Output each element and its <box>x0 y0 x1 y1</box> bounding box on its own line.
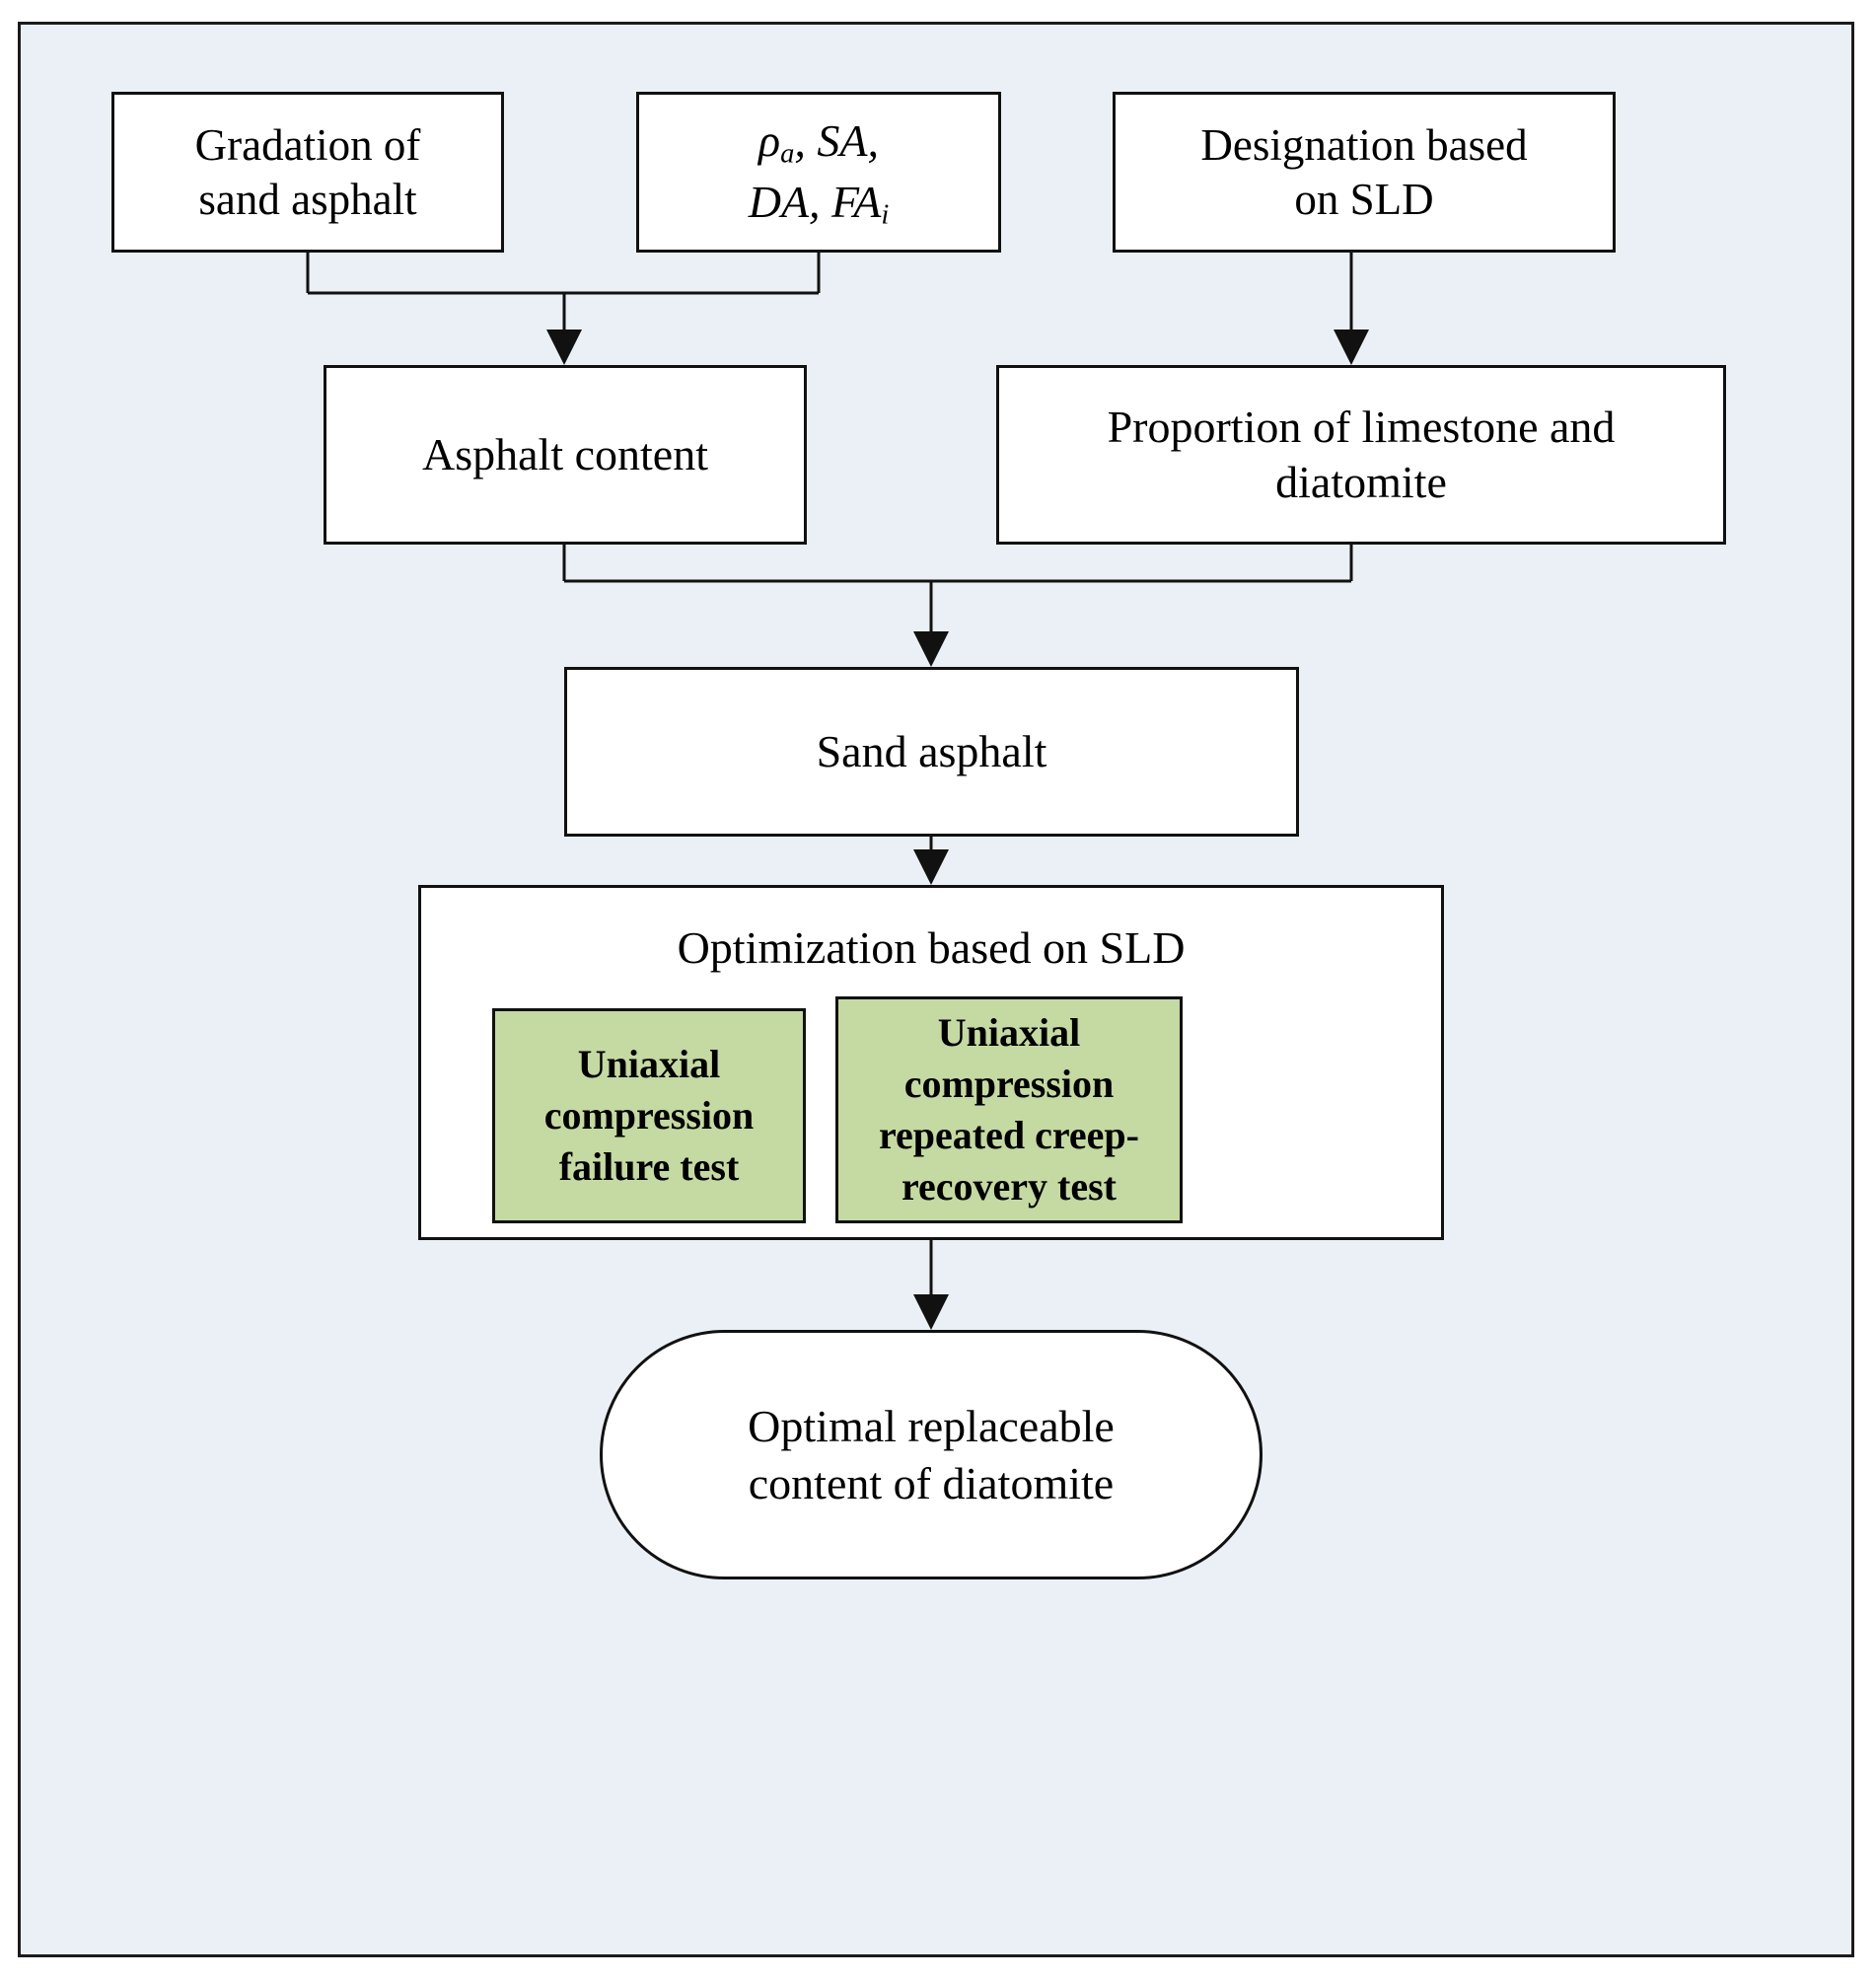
node-asphalt-content[interactable]: Asphalt content <box>324 365 807 545</box>
node-parameters-label: ρa, SA, DA, FAi <box>639 111 998 233</box>
node-asphalt-content-label: Asphalt content <box>422 428 708 479</box>
rho-subscript: a <box>780 138 795 170</box>
test-creep-label: Uniaxial compression repeated creep- rec… <box>879 1010 1139 1209</box>
fa-subscript: i <box>881 198 890 230</box>
node-optimization-group[interactable]: Optimization based on SLD Uniaxial compr… <box>418 885 1444 1240</box>
test-failure-label: Uniaxial compression failure test <box>543 1042 755 1189</box>
node-gradation-label: Gradation of sand asphalt <box>194 119 421 224</box>
result-label: Optimal replaceable content of diatomite <box>748 1401 1115 1508</box>
node-gradation-of-sand-asphalt[interactable]: Gradation of sand asphalt <box>111 92 504 253</box>
node-uniaxial-compression-repeated-creep-recovery-test[interactable]: Uniaxial compression repeated creep- rec… <box>835 996 1183 1223</box>
params-line1-rest: , SA, <box>794 115 879 167</box>
node-designation-label: Designation based on SLD <box>1200 119 1528 224</box>
optimization-group-title: Optimization based on SLD <box>677 922 1186 973</box>
node-designation-based-on-sld[interactable]: Designation based on SLD <box>1113 92 1616 253</box>
node-proportion-label: Proportion of limestone and diatomite <box>1107 401 1616 507</box>
node-sand-asphalt-label: Sand asphalt <box>816 725 1047 776</box>
node-uniaxial-compression-failure-test[interactable]: Uniaxial compression failure test <box>492 1008 806 1223</box>
node-proportion-limestone-diatomite[interactable]: Proportion of limestone and diatomite <box>996 365 1726 545</box>
node-optimal-replaceable-content[interactable]: Optimal replaceable content of diatomite <box>600 1330 1263 1579</box>
node-aggregate-parameters[interactable]: ρa, SA, DA, FAi <box>636 92 1001 253</box>
node-sand-asphalt[interactable]: Sand asphalt <box>564 667 1299 837</box>
rho-symbol: ρ <box>758 115 781 167</box>
params-line2-pre: DA, FA <box>748 176 882 227</box>
